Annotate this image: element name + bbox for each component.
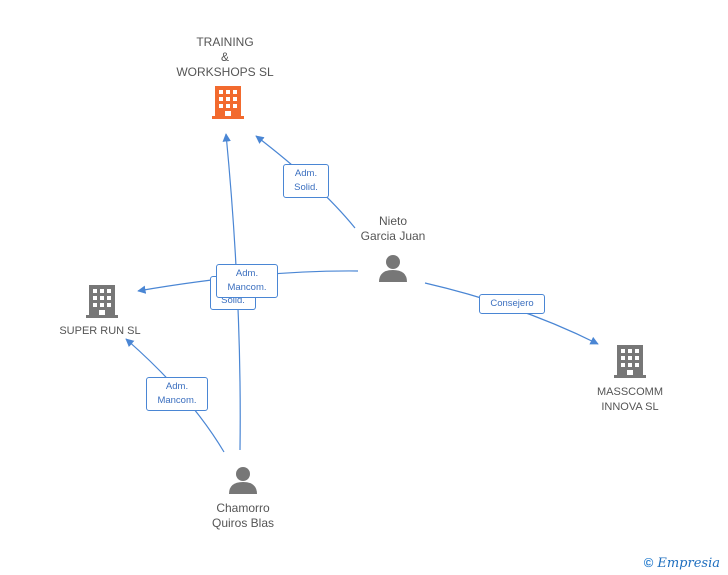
company-label-training[interactable]: TRAINING & WORKSHOPS SL xyxy=(176,35,274,79)
building-icon-superrun xyxy=(86,285,118,318)
company-label-masscomm[interactable]: MASSCOMM INNOVA SL xyxy=(597,386,663,413)
role-box-nieto-superrun: Adm. Mancom. xyxy=(216,264,278,298)
copyright-icon: © xyxy=(643,555,654,570)
role-box-chamorro-superrun: Adm. Mancom. xyxy=(146,377,208,411)
building-icon-masscomm xyxy=(614,345,646,378)
role-box-nieto-masscomm: Consejero xyxy=(479,294,545,314)
person-label-chamorro[interactable]: Chamorro Quiros Blas xyxy=(211,501,275,530)
person-icon-chamorro xyxy=(229,467,257,494)
building-icon-training xyxy=(212,86,244,119)
brand-logo: Empresia xyxy=(657,556,720,571)
company-label-superrun[interactable]: SUPER RUN SL xyxy=(59,325,141,337)
role-box-nieto-training: Adm. Solid. xyxy=(283,164,329,198)
footer-brand: ©Empresia xyxy=(644,555,720,571)
person-icon-nieto xyxy=(379,255,407,282)
person-label-nieto[interactable]: Nieto Garcia Juan xyxy=(360,214,426,243)
